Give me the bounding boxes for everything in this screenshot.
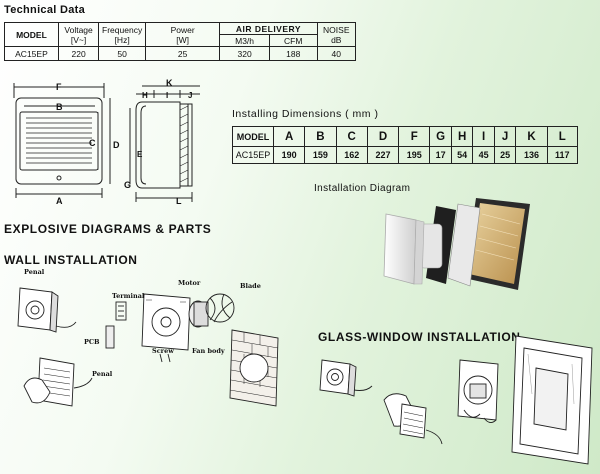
dims-th-b: B — [304, 126, 337, 147]
installation-diagram-image — [383, 198, 530, 290]
dims-cell-f: 195 — [398, 146, 431, 164]
label-blade: Blade — [240, 282, 261, 290]
cell-m3h: 320 — [219, 46, 270, 61]
label-K: K — [166, 78, 173, 88]
th-air-delivery: AIR DELIVERY — [219, 22, 318, 35]
dims-th-c: C — [335, 126, 368, 147]
dims-th-d: D — [366, 126, 400, 147]
label-penal-bottom: Penal — [92, 370, 113, 378]
technical-data-table: MODEL Voltage[V~] Frequency[Hz] Power[W]… — [4, 22, 357, 61]
dims-th-f: F — [398, 126, 431, 147]
dims-cell-i: 45 — [472, 146, 495, 164]
dims-th-k: K — [515, 126, 548, 147]
installation-diagram-title: Installation Diagram — [314, 183, 411, 194]
dims-cell-j: 25 — [493, 146, 517, 164]
th-cfm: CFM — [268, 34, 318, 47]
label-motor: Motor — [178, 279, 201, 287]
cell-power: 25 — [144, 46, 221, 61]
glass-window-installation-drawing — [319, 335, 593, 465]
glass-window-installation-title: GLASS-WINDOW INSTALLATION — [318, 330, 521, 344]
th-power: Power[W] — [144, 22, 221, 47]
wall-installation-exploded-drawing — [17, 287, 279, 407]
label-terminal: Terminal — [112, 292, 145, 300]
dims-th-h: H — [450, 126, 474, 147]
dims-cell-k: 136 — [515, 146, 548, 164]
label-B: B — [56, 102, 63, 112]
explosive-diagrams-title: EXPLOSIVE DIAGRAMS & PARTS — [4, 222, 212, 236]
dims-th-j: J — [493, 126, 517, 147]
dims-cell-a: 190 — [272, 146, 306, 164]
th-m3h: M3/h — [219, 34, 270, 47]
dims-th-a: A — [272, 126, 306, 147]
label-D: D — [113, 140, 120, 150]
dims-cell-b: 159 — [304, 146, 337, 164]
cell-frequency: 50 — [98, 46, 146, 61]
side-view-drawing — [129, 85, 200, 202]
dims-th-g: G — [429, 126, 452, 147]
dims-cell-d: 227 — [366, 146, 400, 164]
front-view-drawing — [13, 83, 111, 198]
label-penal-top: Penal — [24, 268, 45, 276]
technical-data-title: Technical Data — [4, 4, 86, 16]
label-I: I — [166, 91, 169, 100]
cell-voltage: 220 — [57, 46, 100, 61]
dims-cell-g: 17 — [429, 146, 452, 164]
label-J: J — [188, 91, 193, 100]
dims-cell-h: 54 — [450, 146, 474, 164]
label-A: A — [56, 196, 63, 206]
label-fan-body: Fan body — [192, 347, 225, 355]
wall-installation-title: WALL INSTALLATION — [4, 253, 138, 267]
label-G: G — [124, 180, 132, 190]
label-F: F — [56, 82, 62, 92]
dims-th-l: L — [546, 126, 579, 147]
cell-model: AC15EP — [4, 46, 59, 61]
th-model: MODEL — [4, 22, 59, 47]
installing-dimensions-title: Installing Dimensions ( mm ) — [232, 108, 379, 120]
label-C: C — [89, 138, 96, 148]
label-pcb: PCB — [84, 338, 100, 346]
dims-cell-l: 117 — [546, 146, 579, 164]
dims-th-model: MODEL — [232, 126, 274, 147]
dims-cell-model: AC15EP — [232, 146, 274, 164]
dims-th-i: I — [472, 126, 495, 147]
cell-cfm: 188 — [268, 46, 318, 61]
dims-cell-c: 162 — [335, 146, 368, 164]
label-L: L — [176, 196, 182, 206]
th-voltage: Voltage[V~] — [57, 22, 100, 47]
label-screw: Screw — [152, 347, 174, 355]
th-frequency: Frequency[Hz] — [98, 22, 146, 47]
label-E: E — [137, 150, 143, 159]
label-H: H — [142, 91, 148, 100]
cell-noise: 40 — [316, 46, 357, 61]
